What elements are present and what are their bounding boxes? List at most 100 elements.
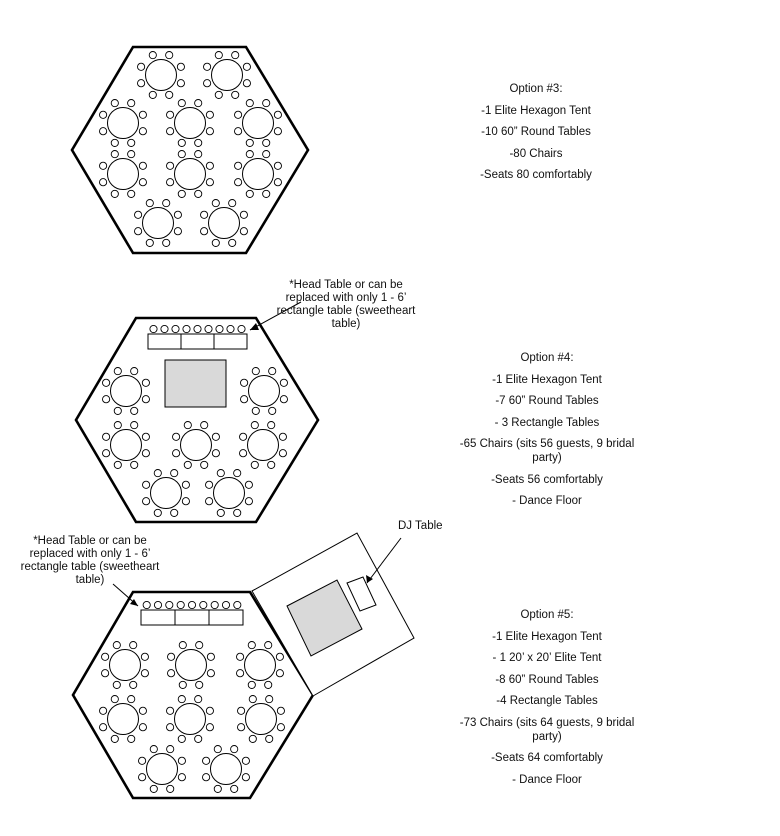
round-table <box>247 429 279 461</box>
chair <box>183 460 192 469</box>
chair <box>230 745 239 754</box>
chair <box>241 756 250 765</box>
chair <box>234 178 243 187</box>
chair <box>205 127 214 136</box>
chair <box>248 734 257 743</box>
chair <box>166 161 175 170</box>
chair <box>141 395 150 404</box>
chair <box>137 62 146 71</box>
chair <box>231 90 240 99</box>
hexagon-tent-option-5 <box>71 590 315 800</box>
chair <box>113 421 122 430</box>
chair <box>239 432 248 441</box>
rectangle-table <box>208 609 244 626</box>
option-3-line-1: -1 Elite Hexagon Tent <box>481 104 591 117</box>
chair <box>130 367 139 376</box>
chair <box>177 695 186 704</box>
chair <box>268 367 277 376</box>
chair <box>236 669 245 678</box>
chair <box>245 138 254 147</box>
chair <box>240 395 249 404</box>
chair <box>279 395 288 404</box>
round-table <box>110 429 142 461</box>
option-5-line-1: -1 Elite Hexagon Tent <box>492 630 602 643</box>
head-table-note-option-5: *Head Table or can be replaced with only… <box>20 535 160 586</box>
chair <box>233 508 242 517</box>
round-table <box>145 59 177 91</box>
round-table <box>245 703 277 735</box>
chair <box>273 110 282 119</box>
arrowhead <box>130 599 138 606</box>
option-5-line-4: -4 Rectangle Tables <box>496 695 598 707</box>
chair <box>148 90 157 99</box>
chair <box>267 460 276 469</box>
chair <box>99 723 108 732</box>
round-table <box>208 207 240 239</box>
chair <box>205 161 214 170</box>
chair <box>195 641 204 650</box>
chair <box>239 449 248 458</box>
chair <box>99 161 108 170</box>
chair <box>166 127 175 136</box>
chair <box>110 99 119 108</box>
chair <box>250 460 259 469</box>
chair <box>129 641 138 650</box>
chair <box>216 508 225 517</box>
round-table <box>175 649 207 681</box>
chair <box>102 432 111 441</box>
chair <box>278 449 287 458</box>
chair <box>130 460 139 469</box>
rectangle-table <box>213 333 248 350</box>
chair <box>141 432 150 441</box>
chair <box>199 600 208 610</box>
option-4-line-4: -65 Chairs (sits 56 guests, 9 bridal par… <box>459 438 635 464</box>
chair <box>248 695 257 704</box>
option-3-line-2: -10 60” Round Tables <box>481 126 591 138</box>
chair <box>194 189 203 198</box>
chair <box>200 227 209 236</box>
chair <box>99 706 108 715</box>
round-table <box>242 158 274 190</box>
chair <box>265 734 274 743</box>
chair <box>205 110 214 119</box>
chair <box>239 227 248 236</box>
chair <box>113 460 122 469</box>
chair <box>165 51 174 60</box>
chair <box>203 79 212 88</box>
round-table <box>210 753 242 785</box>
chair <box>112 641 121 650</box>
chair <box>177 99 186 108</box>
arrowhead <box>366 575 373 583</box>
chair <box>166 110 175 119</box>
chair <box>162 199 171 208</box>
round-table <box>174 158 206 190</box>
option-4-line-6: - Dance Floor <box>512 495 582 507</box>
chair <box>215 324 224 334</box>
chair <box>140 652 149 661</box>
chair <box>247 641 256 650</box>
round-table <box>150 477 182 509</box>
chair <box>278 432 287 441</box>
chair <box>195 680 204 689</box>
dj-table <box>346 576 377 612</box>
chair <box>236 652 245 661</box>
option-4-line-2: -7 60” Round Tables <box>495 395 599 407</box>
chair <box>211 199 220 208</box>
chair <box>211 432 220 441</box>
chair <box>251 367 260 376</box>
chair <box>262 99 271 108</box>
chair <box>237 324 246 334</box>
chair <box>178 641 187 650</box>
chair <box>170 469 179 478</box>
chair <box>110 734 119 743</box>
chair <box>181 497 190 506</box>
chair <box>240 378 249 387</box>
option-5-line-2: - 1 20’ x 20’ Elite Tent <box>492 652 602 664</box>
chair <box>245 99 254 108</box>
chair <box>242 79 251 88</box>
option-4-line-1: -1 Elite Hexagon Tent <box>492 373 602 386</box>
chair <box>160 324 169 334</box>
option-3-title: Option #3: <box>509 83 563 95</box>
chair <box>137 79 146 88</box>
chair <box>142 480 151 489</box>
